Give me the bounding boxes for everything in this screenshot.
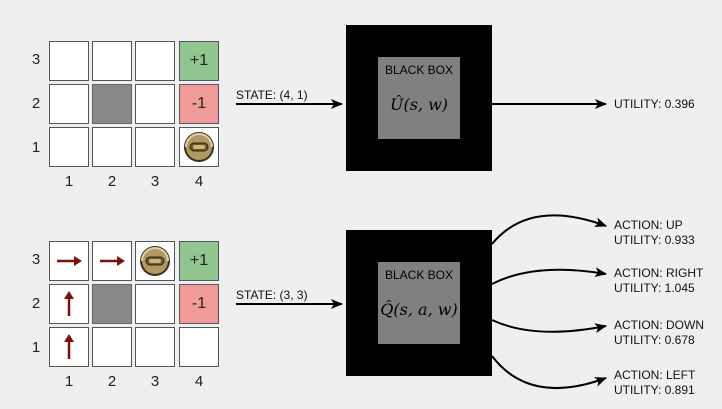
grid-cell (135, 41, 175, 81)
robot-agent-icon (140, 246, 170, 276)
row-label-2: 2 (31, 95, 41, 112)
row-label-3: 3 (31, 51, 41, 68)
col-label-3: 3 (150, 373, 160, 390)
col-label-4: 4 (194, 173, 204, 190)
grid-cell (49, 127, 89, 167)
row-label-1: 1 (31, 339, 41, 356)
grid-cell (49, 84, 89, 124)
arrow-right-icon (100, 256, 125, 266)
col-label-2: 2 (107, 373, 117, 390)
policy-cell (49, 241, 89, 281)
arrow-right-icon (57, 256, 82, 266)
arrow-to-right (491, 267, 607, 285)
top-black-box: BLACK BOX Û(s, w) (346, 25, 492, 171)
agent-cell (179, 127, 219, 167)
top-box-title: BLACK BOX (384, 63, 454, 77)
utility-label: UTILITY: 0.678 (614, 333, 695, 347)
action-label: ACTION: LEFT (614, 368, 696, 382)
top-box-formula: Û(s, w) (389, 95, 449, 114)
top-black-box-inner: BLACK BOX Û(s, w) (378, 57, 460, 139)
arrow-to-left (491, 355, 607, 389)
goal-cell: +1 (179, 41, 219, 81)
bottom-box-formula: Q̂(s, a, w) (380, 300, 458, 319)
goal-cell: +1 (179, 241, 219, 281)
top-utility-label: UTILITY: 0.396 (614, 97, 695, 111)
grid-cell (135, 327, 175, 367)
output-down: ACTION: DOWN UTILITY: 0.678 (614, 318, 704, 348)
row-label-3: 3 (31, 251, 41, 268)
row-label-1: 1 (31, 139, 41, 156)
wall-cell (92, 284, 132, 324)
action-label: ACTION: UP (614, 218, 683, 232)
arrow-up-icon (64, 334, 74, 359)
grid-cell (49, 41, 89, 81)
policy-cell (49, 284, 89, 324)
arrow-up-icon (64, 291, 74, 316)
grid-cell (92, 127, 132, 167)
col-label-4: 4 (194, 373, 204, 390)
utility-label: UTILITY: 0.933 (614, 233, 695, 247)
grid-cell (92, 327, 132, 367)
grid-cell (135, 84, 175, 124)
pit-cell: -1 (179, 84, 219, 124)
wall-cell (92, 84, 132, 124)
col-label-3: 3 (150, 173, 160, 190)
grid-cell (135, 284, 175, 324)
pit-cell: -1 (179, 284, 219, 324)
output-left: ACTION: LEFT UTILITY: 0.891 (614, 368, 695, 398)
output-right: ACTION: RIGHT UTILITY: 1.045 (614, 266, 703, 296)
grid-cell (135, 127, 175, 167)
arrow-to-up (491, 214, 607, 245)
col-label-1: 1 (64, 173, 74, 190)
col-label-1: 1 (64, 373, 74, 390)
arrow-to-down (491, 319, 607, 334)
col-label-2: 2 (107, 173, 117, 190)
policy-cell (92, 241, 132, 281)
grid-cell (92, 41, 132, 81)
output-up: ACTION: UP UTILITY: 0.933 (614, 218, 695, 248)
utility-label: UTILITY: 0.891 (614, 383, 695, 397)
grid-cell (179, 327, 219, 367)
policy-cell (49, 327, 89, 367)
row-label-2: 2 (31, 295, 41, 312)
bottom-black-box: BLACK BOX Q̂(s, a, w) (346, 230, 492, 376)
bottom-box-title: BLACK BOX (384, 268, 454, 282)
action-label: ACTION: RIGHT (614, 266, 704, 280)
utility-label: UTILITY: 1.045 (614, 281, 695, 295)
bottom-black-box-inner: BLACK BOX Q̂(s, a, w) (378, 262, 460, 344)
bottom-state-label: STATE: (3, 3) (236, 288, 308, 302)
robot-agent-icon (184, 132, 214, 162)
action-label: ACTION: DOWN (614, 318, 704, 332)
top-state-label: STATE: (4, 1) (236, 88, 308, 102)
agent-cell (135, 241, 175, 281)
